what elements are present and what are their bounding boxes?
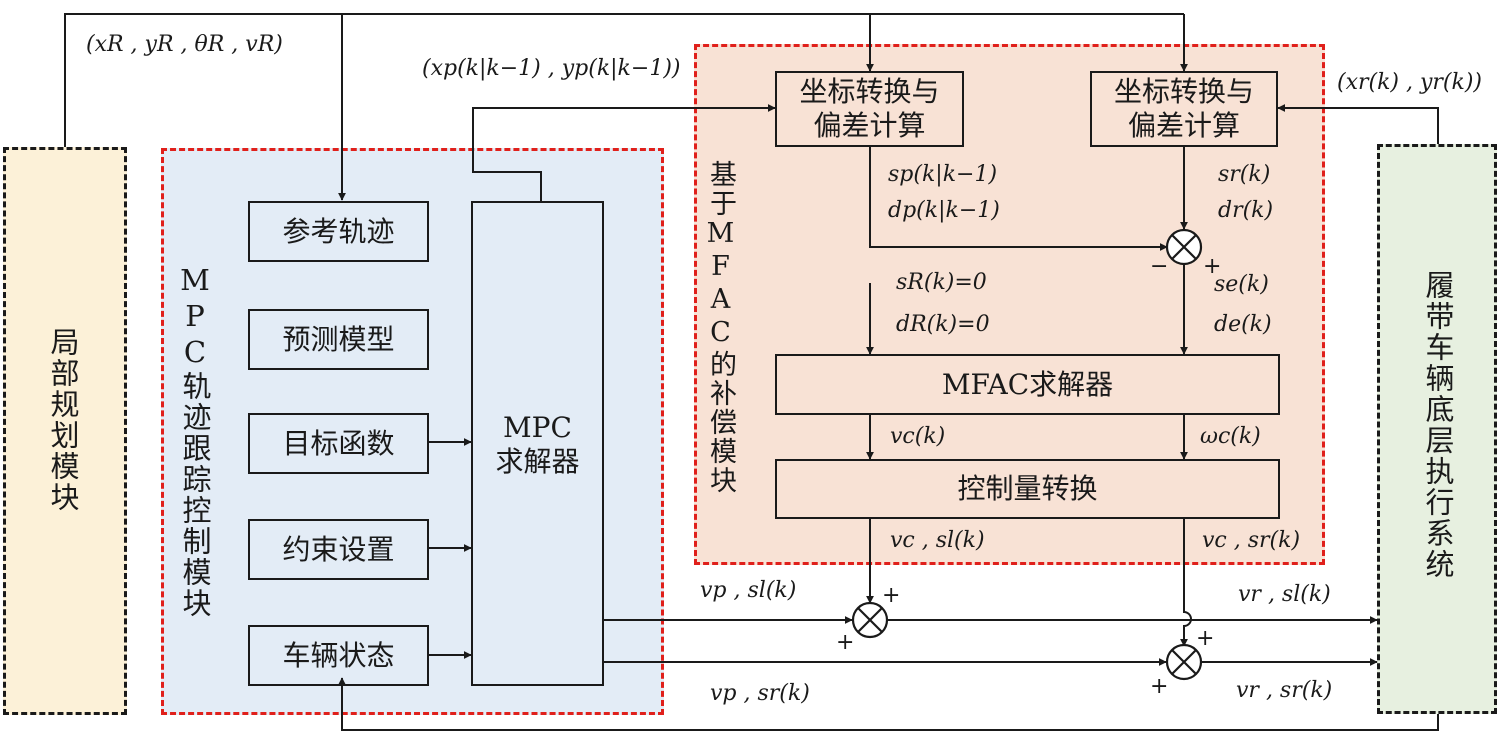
coord-right-block: 坐标转换与 偏差计算: [1090, 71, 1278, 147]
sR-label: sR(k)=0: [896, 270, 987, 295]
local-planning-region: [3, 147, 127, 715]
vcsl-label: vc , sl(k): [890, 528, 985, 553]
plus-sign-error: +: [1203, 254, 1222, 279]
vcsr-label: vc , sr(k): [1202, 528, 1301, 553]
control-conv-label: 控制量转换: [957, 472, 1098, 506]
ref-traj-block: 参考轨迹: [248, 201, 429, 262]
ref-state-label: (xR , yR , θR , vR): [86, 32, 283, 57]
plus-sign-left-top: +: [882, 583, 901, 608]
coord-right-label: 坐标转换与 偏差计算: [1113, 75, 1254, 142]
mfac-module-region: [694, 44, 1325, 565]
vc-label: vc(k): [890, 424, 946, 449]
mfac-module-title: 基于MFAC的补偿模块: [705, 160, 736, 495]
sum-junction-error: [1165, 228, 1203, 266]
line-planning-top: [64, 13, 1184, 147]
plus-sign-right-top: +: [1196, 626, 1215, 651]
objective-label: 目标函数: [282, 426, 395, 460]
dr-label: dr(k): [1218, 198, 1274, 223]
line-state-feedback: [338, 677, 1439, 731]
vpsl-label: vp , sl(k): [700, 578, 797, 603]
line-real-pos: [1277, 104, 1439, 144]
vehicle-state-label: 车辆状态: [282, 638, 395, 672]
pred-pos-label: (xp(k|k−1) , yp(k|k−1)): [422, 56, 681, 81]
real-pos-label: (xr(k) , yr(k)): [1337, 70, 1483, 95]
mfac-solver-label: MFAC求解器: [941, 367, 1114, 401]
mpc-module-title: MPC轨迹跟踪控制模块: [178, 263, 212, 619]
vrsr-label: vr , sr(k): [1236, 678, 1333, 703]
sr-label: sr(k): [1218, 162, 1271, 187]
vrsl-label: vr , sl(k): [1238, 582, 1331, 607]
mpc-solver-label: MPC 求解器: [495, 411, 580, 478]
pred-model-label: 预测模型: [282, 322, 395, 356]
plus-sign-right-bottom: +: [1150, 674, 1169, 699]
constraints-block: 约束设置: [248, 519, 429, 580]
line-pred-pos: [472, 104, 776, 201]
sum-junction-right: [1165, 643, 1203, 681]
summing-junctions: [851, 228, 1203, 681]
vehicle-state-block: 车辆状态: [248, 625, 429, 686]
constraints-label: 约束设置: [282, 532, 395, 566]
control-conv-block: 控制量转换: [775, 459, 1280, 519]
coord-left-label: 坐标转换与 偏差计算: [799, 75, 940, 142]
vehicle-system-title: 履带车辆底层执行系统: [1421, 270, 1455, 580]
vpsr-label: vp , sr(k): [710, 681, 810, 706]
pred-model-block: 预测模型: [248, 309, 429, 370]
se-label: se(k): [1214, 272, 1269, 297]
minus-sign-error: −: [1150, 254, 1169, 279]
dp-label: dp(k|k−1): [888, 198, 1000, 223]
dR-label: dR(k)=0: [896, 312, 990, 337]
sp-label: sp(k|k−1): [888, 162, 998, 187]
coord-left-block: 坐标转换与 偏差计算: [775, 71, 964, 147]
mfac-solver-block: MFAC求解器: [775, 354, 1280, 415]
plus-sign-left-bottom: +: [836, 630, 855, 655]
line-vcsr: [1180, 519, 1192, 647]
line-sp-dp: [869, 147, 1168, 251]
sum-junction-left: [851, 601, 889, 639]
de-label: de(k): [1214, 312, 1272, 337]
mpc-solver-block: MPC 求解器: [471, 201, 604, 686]
objective-block: 目标函数: [248, 413, 429, 474]
mpc-module-region: [161, 148, 664, 715]
wc-label: ωc(k): [1200, 424, 1261, 449]
local-planning-title: 局部规划模块: [46, 327, 80, 513]
ref-traj-label: 参考轨迹: [282, 214, 395, 248]
vehicle-system-region: [1377, 144, 1497, 714]
